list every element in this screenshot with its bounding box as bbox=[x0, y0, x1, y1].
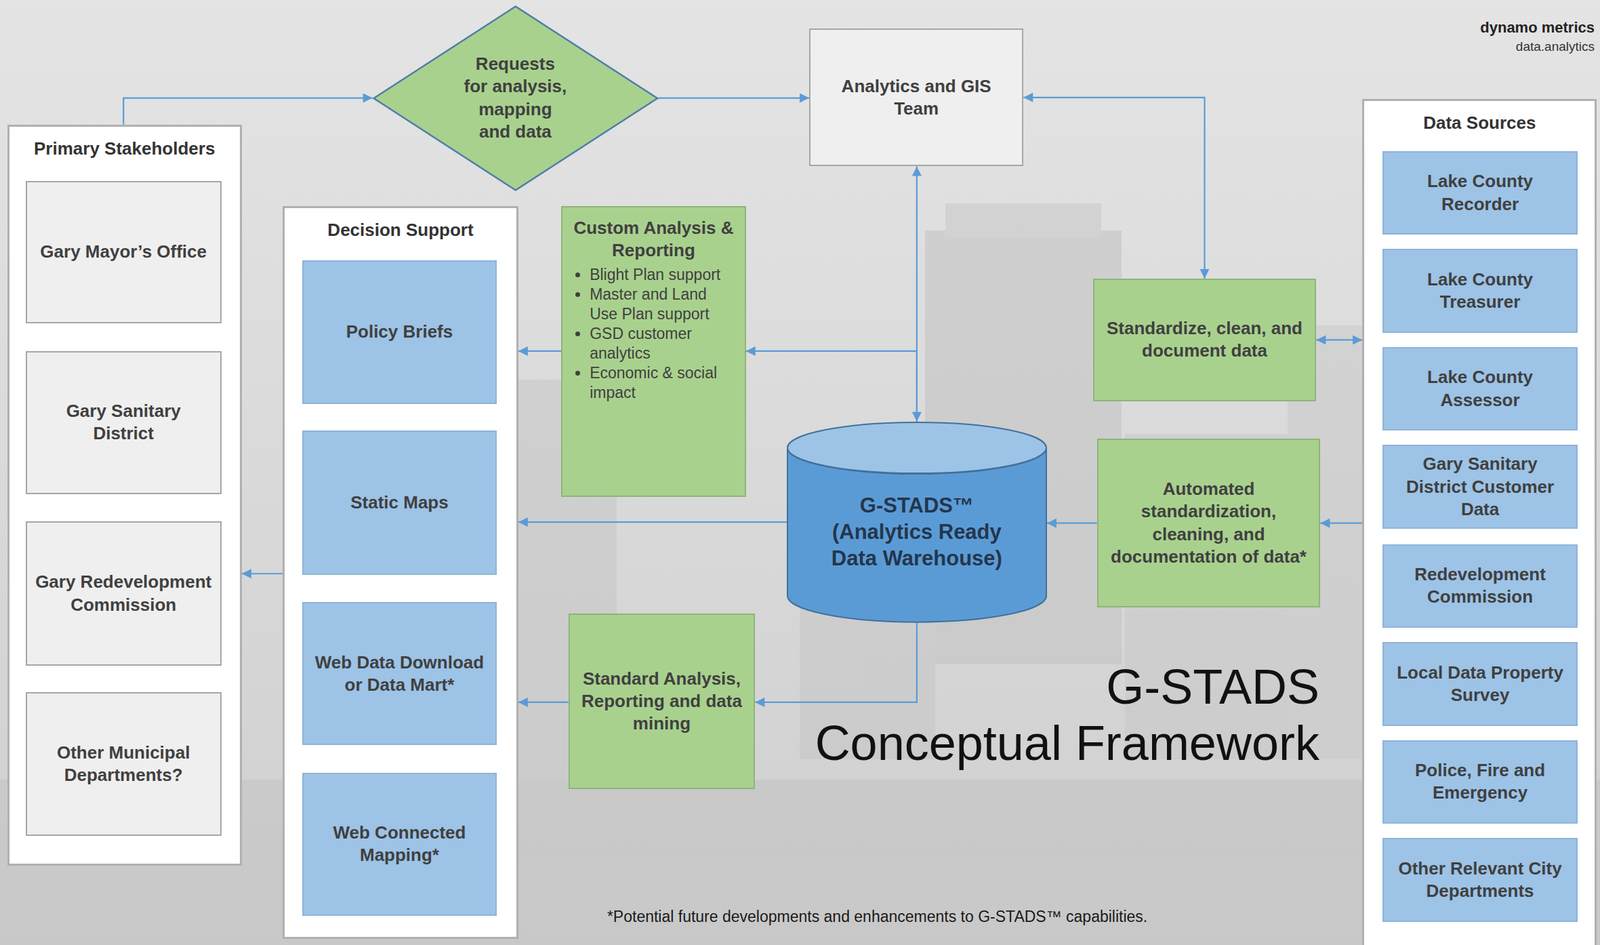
process-box: Automated standardization, cleaning, and… bbox=[1097, 438, 1321, 607]
box-label: Gary Sanitary District bbox=[35, 399, 213, 446]
box-label: Lake County Assessor bbox=[1391, 365, 1569, 412]
source-box: Lake County Recorder bbox=[1382, 151, 1578, 235]
box-label: Police, Fire and Emergency bbox=[1391, 759, 1569, 805]
connector-arrow bbox=[241, 572, 283, 574]
cylinder-top bbox=[787, 422, 1047, 474]
output-group: Decision SupportPolicy BriefsStatic Maps… bbox=[282, 206, 519, 939]
source-box: Redevelopment Commission bbox=[1382, 544, 1578, 628]
box-label: Analytics and GIS Team bbox=[818, 75, 1014, 121]
box-label: Other Relevant City Departments bbox=[1391, 857, 1569, 903]
connector-arrow bbox=[658, 96, 810, 99]
box-label: Local Data Property Survey bbox=[1391, 661, 1569, 707]
title-line: G-STADS bbox=[815, 658, 1320, 715]
source-box: Gary Sanitary District Customer Data bbox=[1382, 444, 1578, 529]
box-label: Static Maps bbox=[311, 491, 488, 514]
box-label: Standardize, clean, and document data bbox=[1102, 317, 1308, 363]
box-label: Requests for analysis, mapping and data bbox=[462, 52, 568, 143]
stakeholder-box: Gary Mayor’s Office bbox=[25, 180, 222, 324]
output-box: Static Maps bbox=[302, 430, 498, 574]
box-heading: Custom Analysis & Reporting bbox=[570, 216, 737, 263]
title-block: G-STADS Conceptual Framework bbox=[815, 658, 1320, 772]
box-label: G-STADS™ (Analytics Ready Data Warehouse… bbox=[815, 472, 1019, 572]
output-box: Web Connected Mapping* bbox=[302, 772, 498, 916]
process-box: Standardize, clean, and document data bbox=[1093, 278, 1317, 402]
box-label: Web Data Download or Data Mart* bbox=[311, 651, 488, 697]
source-box: Other Relevant City Departments bbox=[1382, 837, 1578, 921]
group-heading: Decision Support bbox=[292, 218, 509, 242]
box-label: Redevelopment Commission bbox=[1391, 563, 1569, 609]
box-label: Gary Mayor’s Office bbox=[35, 240, 213, 263]
bullet-list: Blight Plan supportMaster and Land Use P… bbox=[570, 264, 737, 403]
footnote: *Potential future developments and enhan… bbox=[607, 907, 1148, 926]
label-block: dynamo metrics bbox=[1480, 18, 1595, 37]
box-label: Gary Redevelopment Commission bbox=[35, 570, 213, 617]
bullet-item: GSD customer analytics bbox=[589, 323, 737, 364]
label-block: data.analytics bbox=[1515, 39, 1595, 55]
process-box: Standard Analysis, Reporting and data mi… bbox=[568, 613, 756, 789]
box-label: Policy Briefs bbox=[311, 320, 488, 343]
connector-arrow bbox=[1320, 522, 1363, 524]
stakeholder-group: Primary StakeholdersGary Mayor’s OfficeG… bbox=[7, 124, 242, 866]
box-label: Web Connected Mapping* bbox=[311, 821, 488, 867]
title-line: Conceptual Framework bbox=[815, 715, 1320, 770]
connector-arrow bbox=[1023, 97, 1205, 279]
connector-arrow bbox=[123, 98, 373, 125]
box-label: Standard Analysis, Reporting and data mi… bbox=[578, 667, 747, 736]
source-box: Police, Fire and Emergency bbox=[1382, 740, 1578, 824]
box-label: Lake County Treasurer bbox=[1391, 268, 1569, 314]
connector-arrow bbox=[746, 351, 917, 422]
output-box: Web Data Download or Data Mart* bbox=[302, 601, 498, 745]
source-box: Lake County Treasurer bbox=[1382, 248, 1578, 333]
connector-arrow bbox=[518, 701, 569, 703]
box-label: Other Municipal Departments? bbox=[35, 741, 213, 787]
source-group: Data SourcesLake County RecorderLake Cou… bbox=[1362, 98, 1597, 945]
logo-tagline: data.analytics bbox=[1515, 39, 1595, 55]
connector-arrow bbox=[1047, 522, 1098, 524]
bullet-item: Blight Plan support bbox=[589, 264, 737, 285]
diagram-title: G-STADS Conceptual Framework bbox=[815, 658, 1320, 772]
diamond-shape bbox=[373, 6, 658, 190]
footnote-block: *Potential future developments and enhan… bbox=[607, 907, 1148, 926]
data-warehouse-cylinder: G-STADS™ (Analytics Ready Data Warehouse… bbox=[786, 421, 1048, 623]
stakeholder-box: Gary Redevelopment Commission bbox=[25, 521, 222, 665]
logo-wordmark: dynamo metrics bbox=[1480, 18, 1595, 37]
stakeholder-box: Other Municipal Departments? bbox=[25, 691, 222, 836]
box-label: Lake County Recorder bbox=[1391, 170, 1569, 216]
stakeholder-box: Gary Sanitary District bbox=[25, 351, 222, 495]
connector-arrow bbox=[754, 622, 917, 702]
source-box: Local Data Property Survey bbox=[1382, 641, 1578, 726]
box-label: Automated standardization, cleaning, and… bbox=[1106, 477, 1312, 568]
team-box: Analytics and GIS Team bbox=[809, 28, 1024, 167]
group-heading: Data Sources bbox=[1372, 111, 1587, 135]
bullet-item: Master and Land Use Plan support bbox=[589, 284, 737, 324]
diamond-outline bbox=[372, 5, 659, 192]
connector-arrow bbox=[518, 521, 787, 523]
output-box: Policy Briefs bbox=[302, 260, 498, 404]
process-box: Custom Analysis & ReportingBlight Plan s… bbox=[561, 206, 747, 497]
source-box: Lake County Assessor bbox=[1382, 346, 1578, 431]
request-diamond: Requests for analysis, mapping and data bbox=[372, 5, 659, 192]
connector-arrow bbox=[518, 350, 562, 352]
bullet-item: Economic & social impact bbox=[589, 363, 737, 403]
connector-arrow bbox=[1316, 338, 1363, 341]
group-heading: Primary Stakeholders bbox=[17, 137, 232, 160]
box-label: Gary Sanitary District Customer Data bbox=[1391, 452, 1569, 521]
